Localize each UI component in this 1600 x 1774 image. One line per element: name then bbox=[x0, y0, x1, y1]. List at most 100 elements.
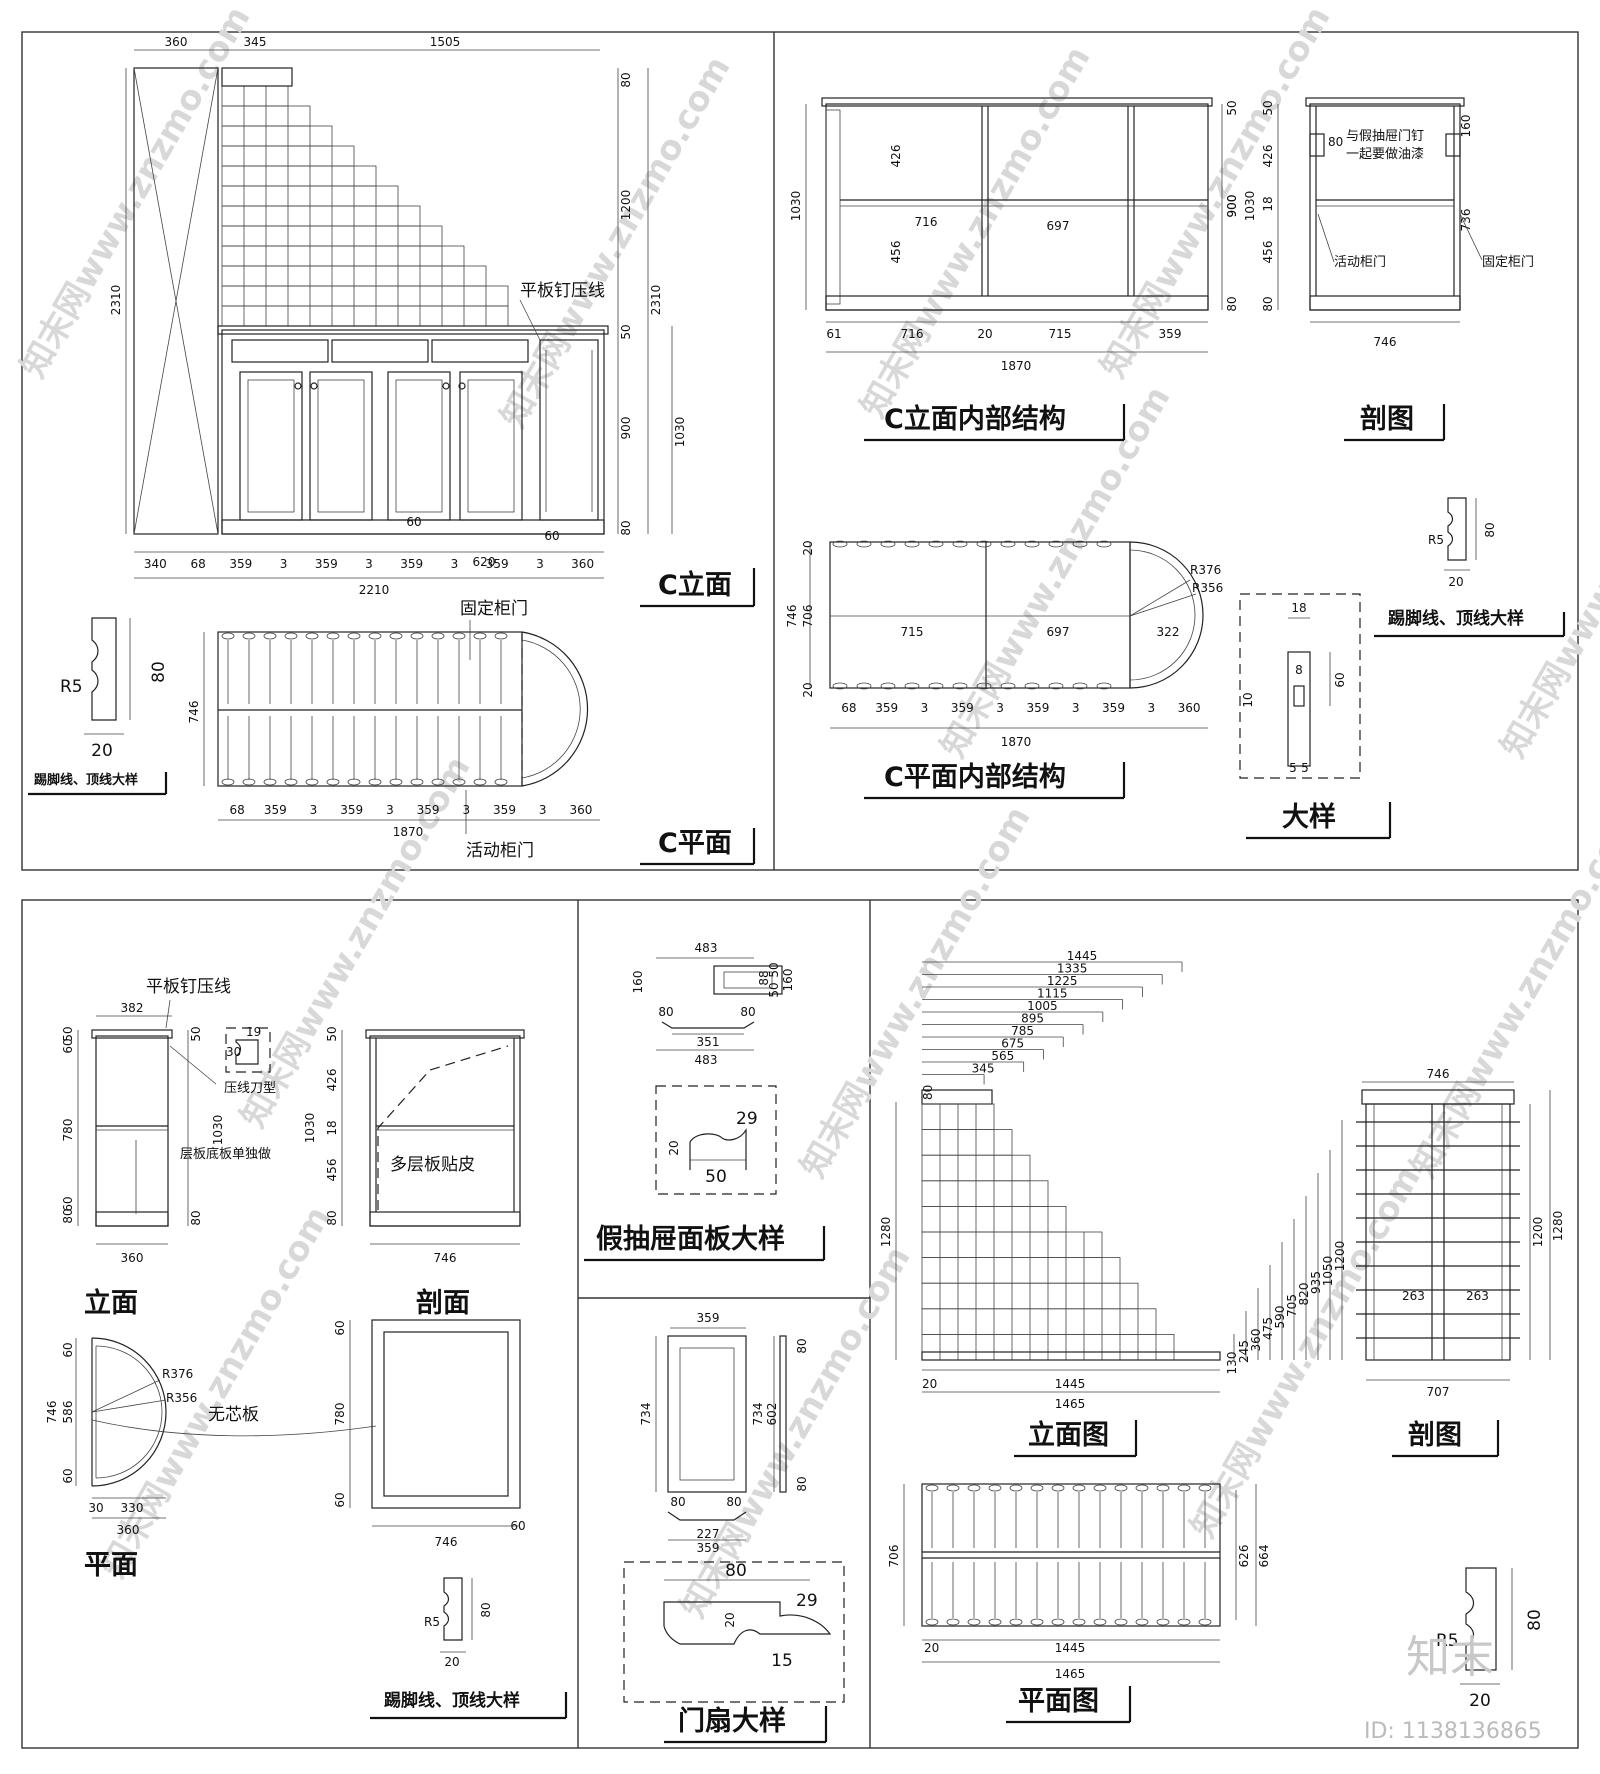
detail-label: 踢脚线、顶线大样 bbox=[384, 1690, 520, 1711]
dim-text: 483 bbox=[695, 1053, 718, 1067]
dim-text: 707 bbox=[1427, 1385, 1450, 1399]
dim-text: 3 bbox=[921, 701, 929, 715]
dim-text: 359 bbox=[1159, 327, 1182, 341]
plan-slat-cap bbox=[1114, 1484, 1128, 1492]
dim-text: R5 bbox=[1428, 533, 1444, 547]
dim-text: 345 bbox=[972, 1062, 995, 1076]
plan-slat-cap bbox=[1024, 540, 1040, 548]
dim-text: 80 bbox=[726, 1495, 741, 1509]
dim-text: 3 bbox=[365, 557, 373, 571]
plan-slat-cap bbox=[988, 1618, 1002, 1626]
dim-text: 80 bbox=[740, 1005, 755, 1019]
watermark-text: 知末网www.znzmo.com bbox=[793, 800, 1038, 1185]
plan-slat-cap bbox=[452, 632, 466, 640]
plan-slat-cap bbox=[263, 632, 277, 640]
dim-text: 160 bbox=[1459, 115, 1473, 138]
panel-title: 立面 bbox=[84, 1287, 138, 1319]
dim-text: 50 bbox=[1225, 100, 1239, 115]
rack-row bbox=[221, 245, 465, 267]
dim-text: 1115 bbox=[1037, 987, 1068, 1001]
detail-label: 踢脚线、顶线大样 bbox=[34, 772, 138, 788]
plan-slat-cap bbox=[473, 778, 487, 786]
plan-slat-cap bbox=[347, 778, 361, 786]
dim-text: 360 bbox=[117, 1523, 140, 1537]
dim-text: 2310 bbox=[649, 285, 663, 316]
plan-slat-cap bbox=[242, 632, 256, 640]
plan-slat-cap bbox=[326, 632, 340, 640]
dim-text: 322 bbox=[1157, 625, 1180, 639]
dim-text: 935 bbox=[1309, 1271, 1323, 1294]
dim-text: 359 bbox=[400, 557, 423, 571]
dim-text: 382 bbox=[121, 1001, 144, 1015]
dim-text: 586 bbox=[61, 1401, 75, 1424]
dim-text: R376 bbox=[1190, 563, 1221, 577]
dim-text: 60 bbox=[61, 1196, 75, 1211]
dim-text: 426 bbox=[889, 145, 903, 168]
panel-title: 平面图 bbox=[1018, 1686, 1099, 1717]
plan-slat-cap bbox=[1072, 1484, 1086, 1492]
plan-slat-cap bbox=[452, 778, 466, 786]
dim-text: 359 bbox=[340, 803, 363, 817]
dim-text: 746 bbox=[434, 1251, 457, 1265]
plan-slat-cap bbox=[976, 540, 992, 548]
panel-title: 剖面 bbox=[416, 1287, 470, 1319]
dim-text: 706 bbox=[887, 1545, 901, 1568]
panel-title: 假抽屉面板大样 bbox=[596, 1223, 785, 1255]
panel-section: 50 426 18 456 80 1030 900 160 736 与假抽屉门钉… bbox=[1225, 97, 1534, 442]
panel-title: C平面内部结构 bbox=[884, 761, 1066, 793]
dim-text: 20 bbox=[91, 741, 113, 761]
dim-text: 715 bbox=[1049, 327, 1072, 341]
dim-text: 80 bbox=[795, 1338, 809, 1353]
dim-text: R5 bbox=[1436, 1631, 1459, 1651]
dim-text: 340 bbox=[144, 557, 167, 571]
rack-row bbox=[221, 305, 509, 327]
dim-text: 3 bbox=[280, 557, 288, 571]
dim-text: 1030 bbox=[789, 191, 803, 222]
dim-text: 68 bbox=[841, 701, 856, 715]
dim-text: 1280 bbox=[1551, 1211, 1565, 1242]
dim-text: 360 bbox=[165, 35, 188, 49]
plan-slat-cap bbox=[368, 778, 382, 786]
dim-text: 20 bbox=[1469, 1691, 1491, 1711]
plan-slat-cap bbox=[1048, 540, 1064, 548]
dim-text: 18 bbox=[325, 1120, 339, 1135]
detail-skirting-right: 80 R5 20 踢脚线、顶线大样 bbox=[1374, 497, 1566, 638]
dim-text: 483 bbox=[695, 941, 718, 955]
cabinet-doors bbox=[239, 371, 523, 521]
dim-text: 706 bbox=[801, 605, 815, 628]
panel-title: 立面图 bbox=[1028, 1419, 1109, 1451]
dim-text: 3 bbox=[462, 803, 470, 817]
dim-text: 360 bbox=[121, 1251, 144, 1265]
dim-text: 1225 bbox=[1047, 974, 1078, 988]
panel-small-section: 多层板贴皮 50 426 18 456 80 1030 746 剖面 bbox=[303, 1026, 525, 1319]
plan-slat-cap bbox=[952, 682, 968, 690]
dim-text: 50 bbox=[767, 962, 781, 977]
dim-text: 360 bbox=[569, 803, 592, 817]
dim-text: 602 bbox=[765, 1403, 779, 1426]
dim-text: 263 bbox=[1402, 1289, 1425, 1303]
detail-skirting-bottom-right: 80 R5 20 bbox=[1436, 1567, 1545, 1711]
plan-slat-cap bbox=[221, 778, 235, 786]
plan-slat-cap bbox=[1177, 1484, 1191, 1492]
rack-row bbox=[221, 205, 421, 227]
dim-text: 3 bbox=[1072, 701, 1080, 715]
dim-text: 80 bbox=[619, 72, 633, 87]
dim-text: 80 bbox=[795, 1476, 809, 1491]
note-label: 活动柜门 bbox=[466, 841, 534, 861]
rack-step bbox=[921, 1129, 1013, 1156]
dim-text: 50 bbox=[61, 1026, 75, 1041]
dim-text: 1030 bbox=[673, 417, 687, 448]
dim-text: 80 bbox=[479, 1602, 493, 1617]
plan-slat-cap bbox=[347, 632, 361, 640]
plan-slat-cap bbox=[473, 632, 487, 640]
dim-text: 60 bbox=[333, 1320, 347, 1335]
plan-slat-cap bbox=[1051, 1484, 1065, 1492]
dim-text: 80 bbox=[1225, 296, 1239, 311]
rack-step bbox=[921, 1308, 1157, 1335]
plan-slat-cap bbox=[1009, 1484, 1023, 1492]
dim-text: 716 bbox=[915, 215, 938, 229]
watermark-text: 知末网www.znzmo.com bbox=[1093, 0, 1338, 384]
plan-slat-cap bbox=[1198, 1484, 1212, 1492]
note-label: 固定柜门 bbox=[460, 599, 528, 619]
dim-text: 675 bbox=[1001, 1037, 1024, 1051]
